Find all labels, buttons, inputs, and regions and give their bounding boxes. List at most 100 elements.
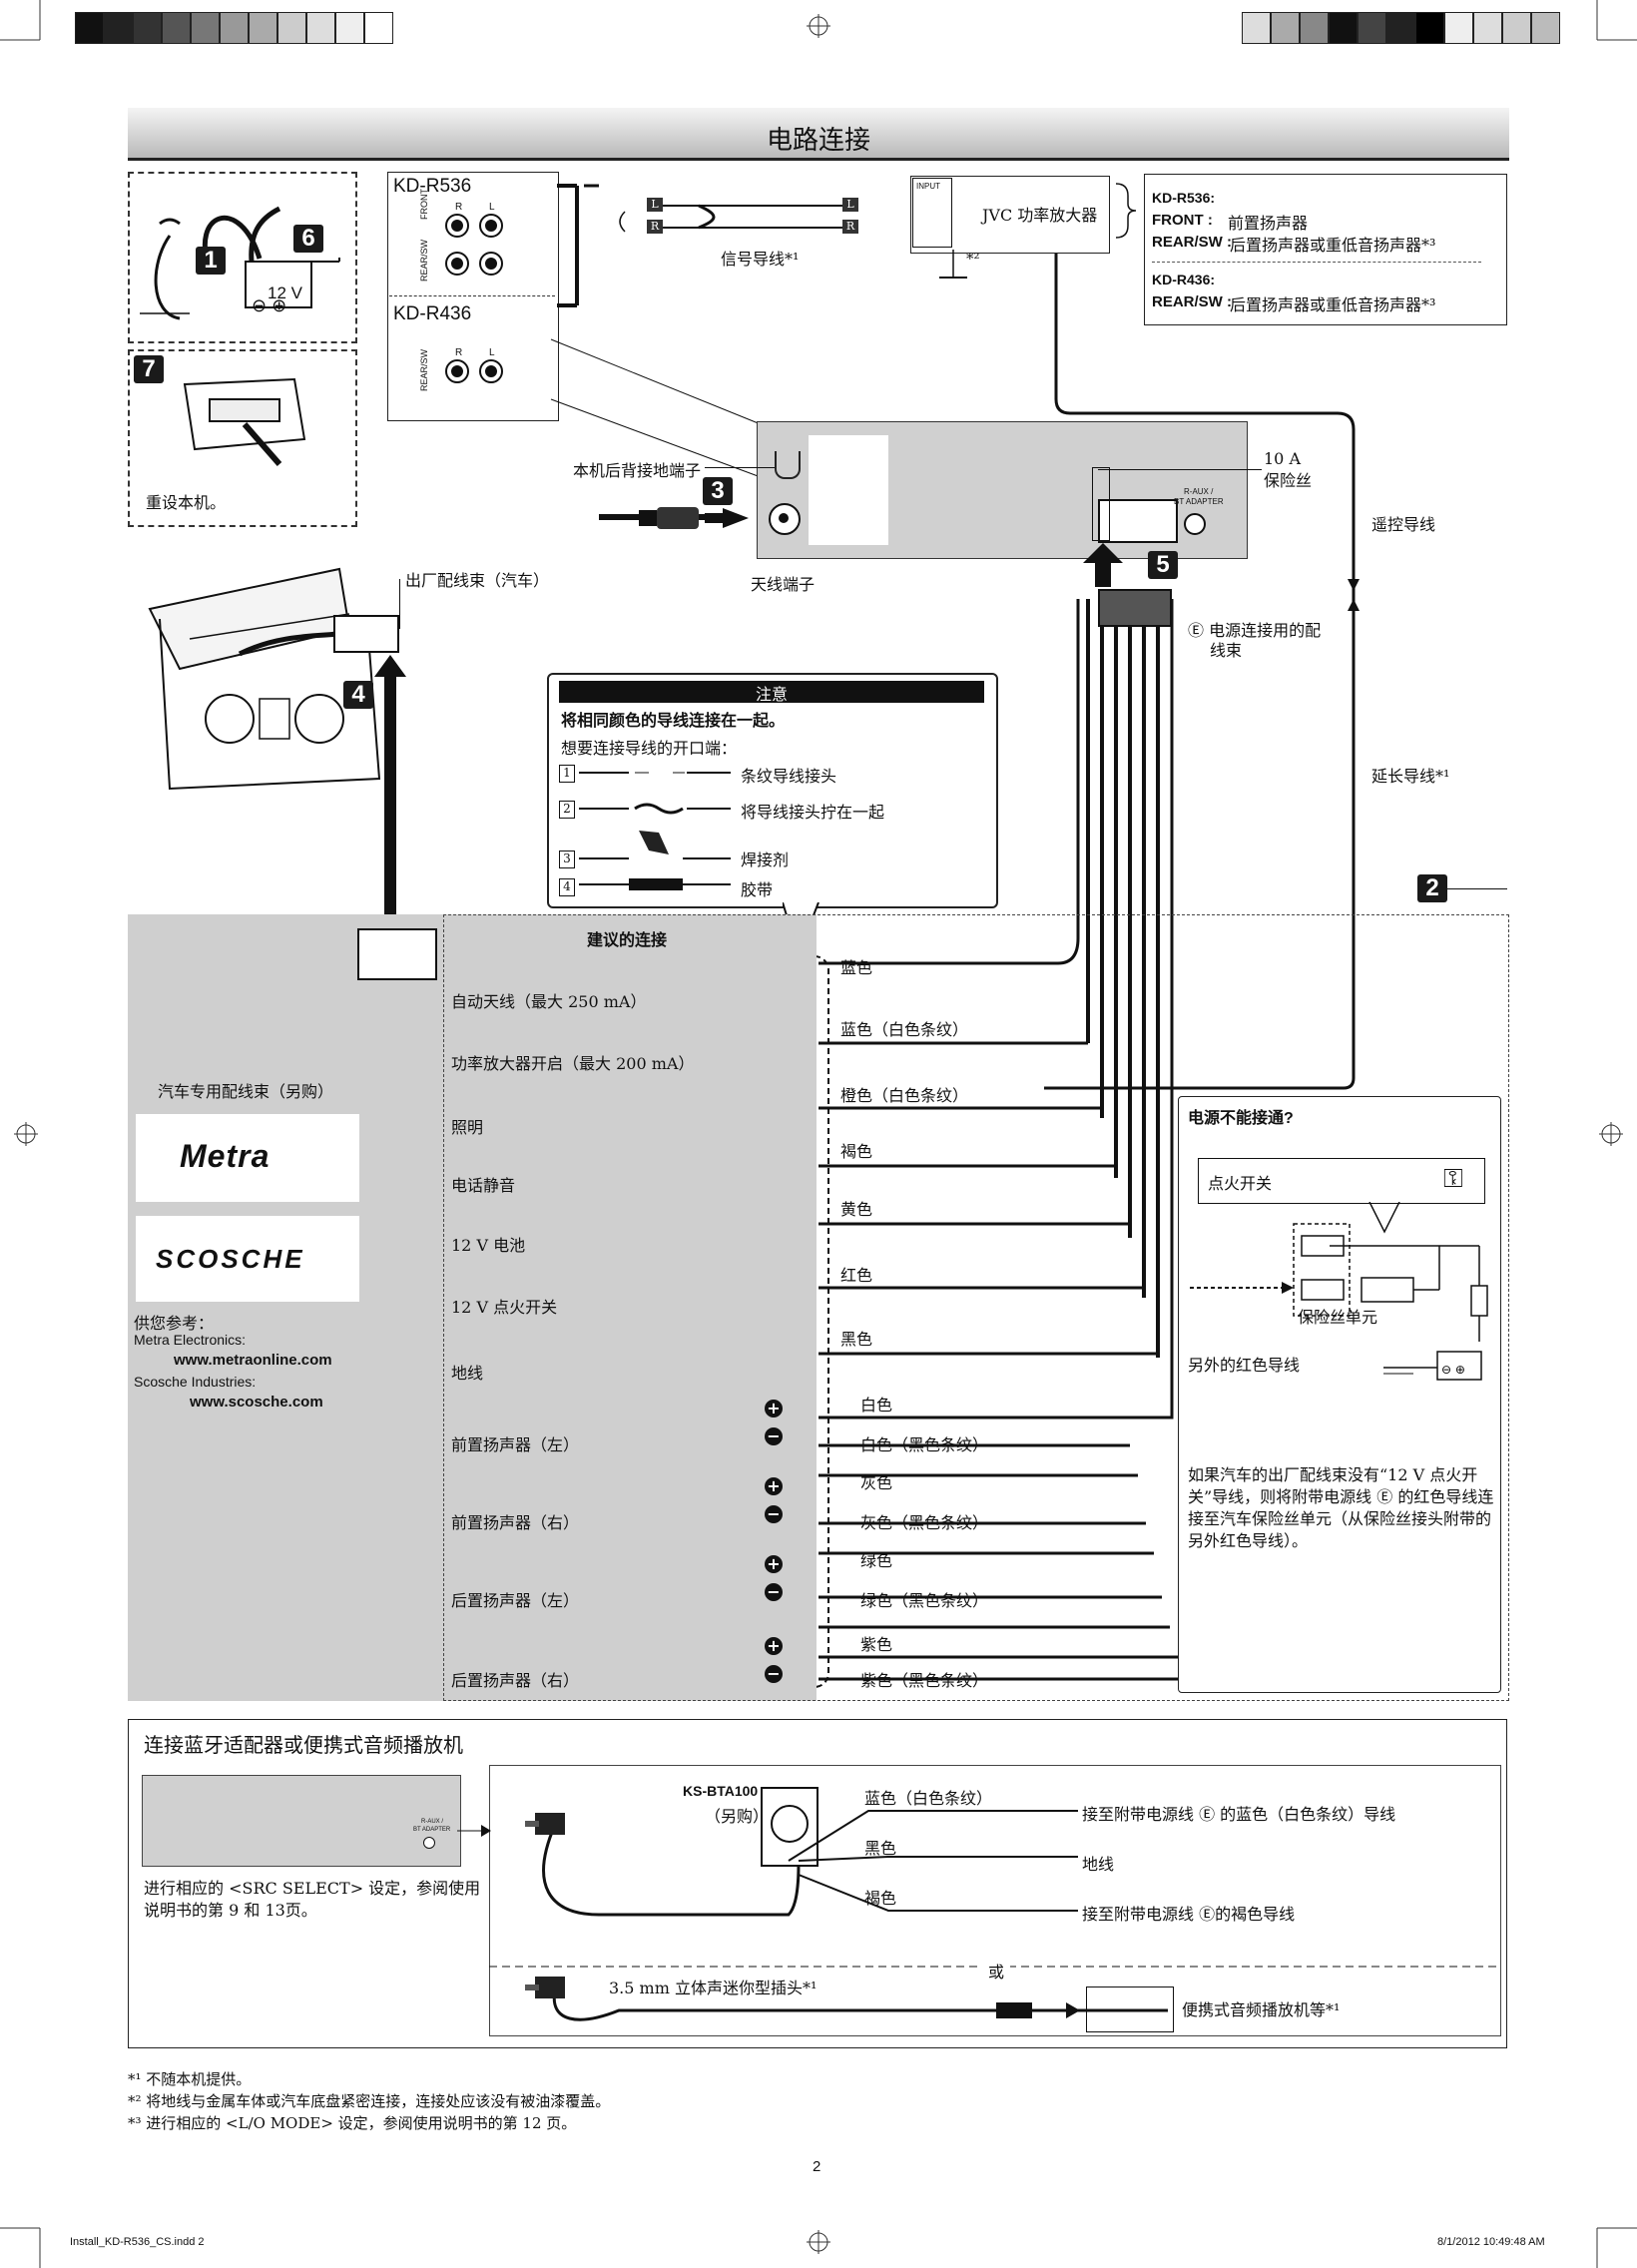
row-label-5: 12 V 电池 — [451, 1236, 526, 1255]
power-harness-label-1: Ⓔ 电源连接用的配 — [1188, 621, 1322, 640]
row-label-3: 照明 — [451, 1118, 484, 1137]
raux-label-line2: BT ADAPTER — [1174, 497, 1224, 506]
assign-rear-desc-436: 后置扬声器或重低音扬声器*³ — [1230, 295, 1436, 314]
no-power-note-4: 另外红色导线）。 — [1188, 1531, 1309, 1550]
assign-front-desc: 前置扬声器 — [1228, 214, 1309, 233]
color-label-3: 褐色 — [840, 1142, 873, 1161]
plus-icon: + — [765, 1637, 783, 1655]
bt-raux-line1: R-AUX / — [421, 1819, 444, 1825]
speaker-color-rl-plus: 绿色 — [860, 1551, 893, 1570]
ks-adapter-circle — [771, 1805, 809, 1843]
bt-raux-line2: BT ADAPTER — [413, 1827, 451, 1833]
unit-label-area — [809, 435, 888, 545]
row-label-7: 地线 — [451, 1364, 484, 1383]
ground-terminal-label: 本机后背接地端子 — [573, 461, 702, 480]
rca-r-label-top: R — [455, 202, 463, 213]
portable-device-box — [1086, 1986, 1174, 2032]
car-dashboard-illustration — [148, 567, 381, 791]
power-harness-connector — [1098, 589, 1172, 627]
scosche-logo-text: SCOSCHE — [156, 1244, 305, 1274]
assign-kd-r436: KD-R436: — [1152, 272, 1216, 287]
caution-item-1-num: 1 — [559, 765, 575, 783]
page-number: 2 — [813, 2158, 821, 2175]
row-label-6: 12 V 点火开关 — [451, 1298, 558, 1317]
step-1-badge: 1 — [196, 247, 226, 275]
row-label-1: 自动天线（最大 250 mA） — [451, 992, 647, 1011]
registration-bar-right — [1242, 12, 1560, 44]
bt-wire1-target: 接至附带电源线 Ⓔ 的蓝色（白色条纹）导线 — [1082, 1805, 1396, 1824]
caution-item-4-num: 4 — [559, 878, 575, 896]
ks-sold-label: （另购） — [705, 1807, 770, 1826]
speaker-label-front-left: 前置扬声器（左） — [451, 1435, 580, 1454]
bt-inner-box — [489, 1765, 1501, 2036]
minus-icon: − — [765, 1583, 783, 1601]
battery-illustration — [140, 206, 340, 320]
metra-url[interactable]: www.metraonline.com — [174, 1352, 332, 1369]
assign-rear-label-536: REAR/SW : — [1152, 234, 1232, 251]
signal-cord-label: 信号导线*¹ — [721, 250, 800, 269]
footer-filename: Install_KD-R536_CS.indd 2 — [70, 2236, 205, 2248]
amp-ground-note: *² — [966, 250, 980, 268]
remote-extension-arrows — [1348, 499, 1360, 639]
recommended-panel — [128, 914, 817, 1701]
bt-section-title: 连接蓝牙适配器或便携式音频播放机 — [144, 1733, 463, 1757]
rca-l-label-top: L — [489, 202, 495, 213]
raux-label-line1: R-AUX / — [1184, 487, 1214, 496]
step-7-badge: 7 — [134, 355, 164, 383]
caution-line2: 想要连接导线的开口端： — [561, 739, 738, 758]
caution-item-2-num: 2 — [559, 801, 575, 819]
plus-icon: + — [765, 1555, 783, 1573]
footnote-3: *³ 进行相应的 <L/O MODE> 设定，参阅使用说明书的第 12 页。 — [128, 2114, 577, 2132]
speaker-color-rr-plus: 紫色 — [860, 1635, 893, 1654]
no-power-note-3: 接至汽车保险丝单元（从保险丝接头附带的 — [1188, 1509, 1492, 1528]
amp-input-box — [912, 178, 952, 248]
metra-logo-text: Metra — [180, 1138, 271, 1174]
step-3-badge: 3 — [703, 477, 733, 505]
no-power-note-2: 关”导线，则将附带电源线 Ⓔ 的红色导线连 — [1188, 1487, 1494, 1506]
antenna-terminal-label: 天线端子 — [751, 575, 816, 594]
reset-step-box — [128, 349, 357, 527]
minus-icon: − — [765, 1665, 783, 1683]
no-power-title: 电源不能接通? — [1188, 1110, 1294, 1127]
additional-red-label: 另外的红色导线 — [1188, 1356, 1301, 1375]
reference-label: 供您参考： — [134, 1314, 215, 1333]
assign-kd-r536: KD-R536: — [1152, 190, 1216, 206]
fuse-label-line2: 保险丝 — [1264, 471, 1313, 490]
battery-terminals: ⊖ ⊕ — [252, 295, 287, 315]
fuse-block-label: 保险丝单元 — [1298, 1308, 1378, 1327]
bt-setting-2: 说明书的第 9 和 13页。 — [144, 1901, 317, 1920]
bt-or-label: 或 — [982, 1959, 1011, 1983]
scosche-url[interactable]: www.scosche.com — [190, 1394, 323, 1411]
speaker-color-fl-plus: 白色 — [860, 1396, 893, 1415]
rca-l-label-bottom: L — [489, 347, 495, 358]
ignition-label: 点火开关 — [1208, 1174, 1273, 1193]
fuse-label-line1: 10 A — [1264, 449, 1301, 468]
ks-model-label: KS-BTA100 — [683, 1783, 759, 1799]
factory-harness-connector — [333, 615, 399, 653]
bt-wire3-label: 褐色 — [864, 1889, 897, 1908]
no-power-panel — [1178, 1096, 1501, 1693]
harness-sold-label: 汽车专用配线束（另购） — [158, 1082, 334, 1101]
amp-ground-icon — [939, 250, 967, 279]
speaker-label-rear-right: 后置扬声器（右） — [451, 1671, 580, 1690]
plus-icon: + — [765, 1477, 783, 1495]
scosche-name: Scosche Industries: — [134, 1374, 257, 1390]
color-label-0: 蓝色 — [840, 958, 873, 977]
bt-wire2-target: 地线 — [1082, 1855, 1115, 1874]
rca-jacks — [445, 214, 503, 383]
amp-input-label: INPUT — [916, 182, 940, 191]
caution-title: 注意 — [559, 681, 984, 704]
head-unit-rca-box — [387, 172, 559, 421]
rca-r-label-bottom: R — [455, 347, 463, 358]
speaker-label-rear-left: 后置扬声器（左） — [451, 1591, 580, 1610]
assign-divider — [1152, 262, 1481, 263]
speaker-color-fl-minus: 白色（黑色条纹） — [860, 1435, 989, 1454]
caution-line1: 将相同颜色的导线连接在一起。 — [561, 711, 786, 730]
caution-item-3-num: 3 — [559, 850, 575, 868]
factory-harness-label: 出厂配线束（汽车） — [405, 571, 550, 590]
metra-logo: Metra — [136, 1114, 359, 1202]
color-label-5: 红色 — [840, 1266, 873, 1285]
key-icon: ⚿ — [1443, 1164, 1463, 1194]
rca-plug-r-right: R — [842, 220, 858, 234]
